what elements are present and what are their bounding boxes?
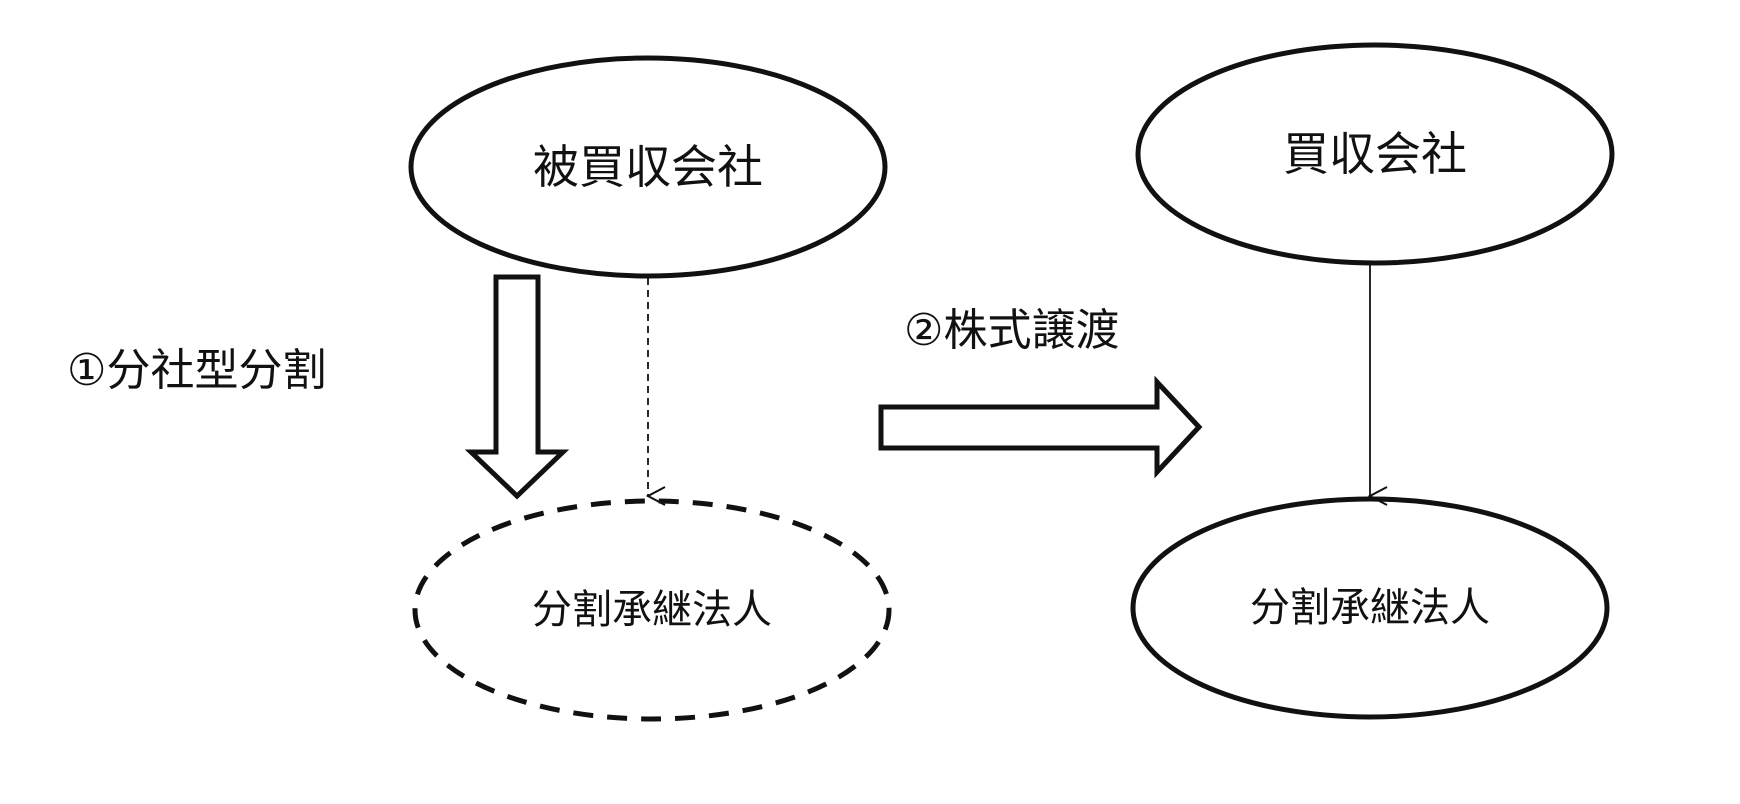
split-successor-after-label: 分割承継法人 <box>1250 585 1490 631</box>
step2-label: ②株式譲渡 <box>904 305 1119 356</box>
split-down-arrow <box>464 274 570 500</box>
split-successor-before-node <box>412 498 892 722</box>
target-company-label: 被買収会社 <box>533 140 763 194</box>
split-successor-before-label: 分割承継法人 <box>532 587 772 633</box>
acquirer-company-label: 買収会社 <box>1283 127 1467 181</box>
step1-label: ①分社型分割 <box>67 345 326 396</box>
acquirer-company-node <box>1135 42 1615 266</box>
target-company-node <box>408 55 888 279</box>
share-transfer-right-arrow <box>878 375 1203 479</box>
